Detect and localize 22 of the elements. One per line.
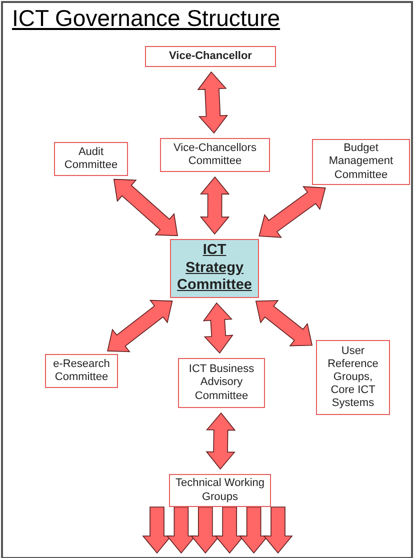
double-arrow xyxy=(202,302,234,354)
committee-box: Vice-Chancellors Committee xyxy=(160,138,270,172)
down-arrow xyxy=(263,506,293,554)
highlighted-committee-box: ICT Strategy Committee xyxy=(170,239,259,298)
committee-box: ICT Business Advisory Committee xyxy=(178,358,265,408)
diagram-title: ICT Governance Structure xyxy=(12,5,280,32)
double-arrow xyxy=(107,300,173,352)
double-arrow xyxy=(206,412,236,470)
down-arrow xyxy=(214,506,244,554)
down-arrow xyxy=(142,506,172,554)
committee-box: User Reference Groups, Core ICT Systems xyxy=(316,340,390,415)
committee-box: e-Research Committee xyxy=(45,354,118,388)
down-arrow xyxy=(190,506,220,554)
double-arrow xyxy=(258,186,326,238)
committee-box: Technical Working Groups xyxy=(169,474,271,507)
committee-box: Budget Management Committee xyxy=(312,139,410,185)
committee-box: Vice-Chancellor xyxy=(145,46,276,67)
committee-box: Audit Committee xyxy=(54,142,128,176)
double-arrow xyxy=(197,71,228,134)
double-arrow xyxy=(255,300,313,346)
double-arrow xyxy=(113,178,178,236)
double-arrow xyxy=(200,176,230,235)
